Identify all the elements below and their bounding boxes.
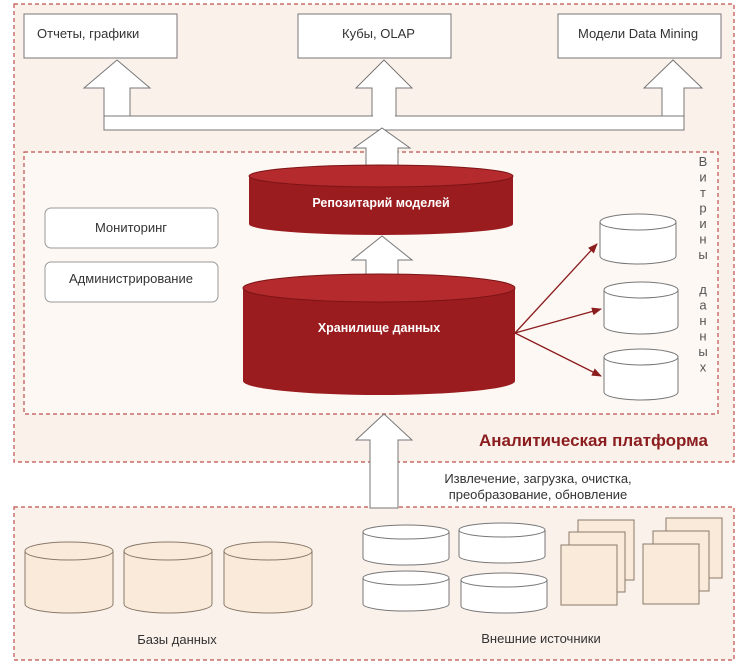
reports-label: Отчеты, графики (37, 26, 139, 41)
arrow-to-cubes-shape (354, 59, 414, 117)
external-cylinder-2 (458, 522, 546, 564)
administration-box: Администрирование (44, 261, 219, 303)
document-stack-1 (560, 519, 635, 606)
database-cylinder-1 (24, 541, 114, 614)
arrow-to-datamart-1 (514, 243, 598, 334)
document-stack-2 (642, 517, 723, 605)
cubes-box: Кубы, OLAP (297, 13, 452, 59)
datamart-cylinder-3 (603, 348, 679, 401)
platform-title: Аналитическая платформа (479, 431, 709, 450)
external-cylinder-4 (460, 572, 548, 614)
external-cylinder-1 (362, 524, 450, 566)
database-cylinder-3 (223, 541, 313, 614)
monitoring-box: Мониторинг (44, 207, 219, 249)
repository-cylinder: Репозитарий моделей (248, 164, 514, 235)
mining-box: Модели Data Mining (557, 13, 722, 59)
repository-label: Репозитарий моделей (312, 196, 449, 210)
etl-caption-line1: Извлечение, загрузка, очистка, (444, 471, 631, 486)
arrow-to-datamart-3 (514, 332, 602, 377)
cubes-label: Кубы, OLAP (342, 26, 415, 41)
datamart-cylinder-2 (603, 281, 679, 335)
warehouse-cylinder: Хранилище данных (242, 273, 516, 395)
databases-label: Базы данных (137, 632, 217, 647)
mining-label: Модели Data Mining (578, 26, 698, 41)
external-sources-label: Внешние источники (481, 631, 600, 646)
administration-label: Администрирование (69, 271, 193, 286)
warehouse-label: Хранилище данных (318, 321, 440, 335)
etl-caption-line2: преобразование, обновление (449, 487, 628, 502)
reports-box: Отчеты, графики (23, 13, 178, 59)
datamart-cylinder-1 (599, 213, 677, 265)
monitoring-label: Мониторинг (95, 220, 167, 235)
etl-arrow (354, 413, 414, 509)
external-cylinder-3 (362, 570, 450, 612)
arrow-to-datamart-2 (514, 307, 602, 334)
database-cylinder-2 (123, 541, 213, 614)
